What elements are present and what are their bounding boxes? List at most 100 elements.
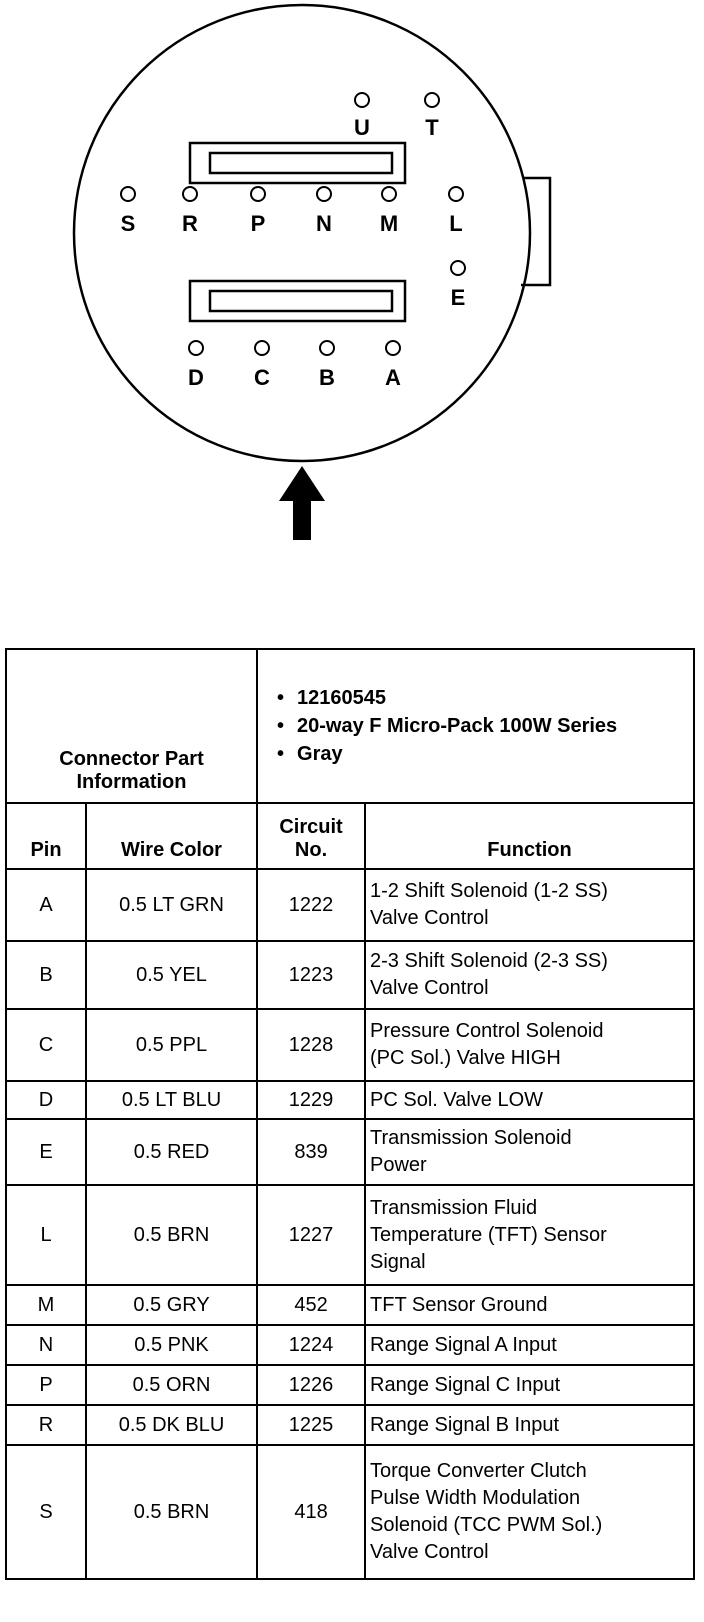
circuit-cell: 1227 — [256, 1184, 367, 1286]
terminal-slot-upper-inner — [208, 151, 394, 175]
pin-r-terminal — [182, 186, 198, 202]
pin-c-label: C — [254, 365, 270, 390]
function-line: (PC Sol.) Valve HIGH — [370, 1047, 561, 1069]
pin-n-terminal — [316, 186, 332, 202]
pin-d-label: D — [188, 365, 204, 390]
pin-e-terminal — [450, 260, 466, 276]
col-header-wire-color: Wire Color — [84, 802, 259, 870]
pin-cell: S — [5, 1444, 87, 1580]
pin-m-label: M — [380, 211, 398, 236]
function-line: PC Sol. Valve LOW — [370, 1088, 544, 1111]
col-header-pin: Pin — [5, 802, 87, 870]
circuit-cell: 1228 — [256, 1008, 367, 1082]
wire-color-cell: 0.5 YEL — [84, 940, 259, 1010]
function-cell: Pressure Control Solenoid (PC Sol.) Valve… — [364, 1008, 696, 1082]
function-line: Range Signal B Input — [370, 1413, 560, 1436]
function-line: Torque Converter Clutch — [370, 1460, 587, 1482]
function-cell: Range Signal C Input — [364, 1364, 696, 1406]
function-line: Transmission Solenoid — [370, 1127, 572, 1149]
circuit-cell: 1226 — [256, 1364, 367, 1406]
pin-u-terminal — [354, 92, 370, 108]
function-line: Transmission Fluid — [370, 1196, 538, 1219]
pin-a-terminal — [385, 340, 401, 356]
pin-cell: D — [5, 1080, 87, 1120]
function-line: Valve Control — [370, 907, 489, 929]
pin-d-terminal — [188, 340, 204, 356]
connector-color: Gray — [271, 740, 688, 768]
pin-n-label: N — [316, 211, 332, 236]
pin-b-label: B — [319, 365, 335, 390]
wire-color-cell: 0.5 DK BLU — [84, 1404, 259, 1446]
pin-cell: N — [5, 1324, 87, 1366]
function-line: Temperature (TFT) Sensor — [370, 1223, 607, 1246]
pin-cell: P — [5, 1364, 87, 1406]
circuit-cell: 1224 — [256, 1324, 367, 1366]
connector-outline — [72, 3, 532, 463]
terminal-slot-lower — [188, 279, 407, 323]
circuit-cell: 452 — [256, 1284, 367, 1326]
function-cell: Range Signal A Input — [364, 1324, 696, 1366]
connector-info-row: Connector Part Information 12160545 20-w… — [4, 648, 696, 804]
function-cell: TFT Sensor Ground — [364, 1284, 696, 1326]
pin-c-terminal — [254, 340, 270, 356]
terminal-slot-upper — [188, 141, 407, 185]
circuit-cell: 1222 — [256, 868, 367, 942]
circuit-cell: 1223 — [256, 940, 367, 1010]
terminal-slot-lower-inner — [208, 289, 394, 313]
col-header-circuit-no: Circuit No. — [256, 802, 367, 870]
wire-color-cell: 0.5 LT BLU — [84, 1080, 259, 1120]
pin-s-label: S — [121, 211, 136, 236]
pin-cell: C — [5, 1008, 87, 1082]
connector-info-list: 12160545 20-way F Micro-Pack 100W Series… — [263, 678, 688, 774]
connector-type: 20-way F Micro-Pack 100W Series — [271, 712, 688, 740]
pin-p-terminal — [250, 186, 266, 202]
wire-color-cell: 0.5 RED — [84, 1118, 259, 1186]
wire-color-cell: 0.5 GRY — [84, 1284, 259, 1326]
pin-s-terminal — [120, 186, 136, 202]
function-line: Pressure Control Solenoid — [370, 1020, 604, 1042]
circuit-cell: 1225 — [256, 1404, 367, 1446]
function-cell: 1-2 Shift Solenoid (1-2 SS) Valve Control — [364, 868, 696, 942]
pin-t-label: T — [425, 115, 439, 140]
pin-cell: L — [5, 1184, 87, 1286]
wire-color-cell: 0.5 ORN — [84, 1364, 259, 1406]
pin-b-terminal — [319, 340, 335, 356]
pin-cell: A — [5, 868, 87, 942]
pin-cell: E — [5, 1118, 87, 1186]
function-line: 2-3 Shift Solenoid (2-3 SS) — [370, 950, 608, 972]
pin-cell: M — [5, 1284, 87, 1326]
function-line: 1-2 Shift Solenoid (1-2 SS) — [370, 880, 608, 902]
pin-r-label: R — [182, 211, 198, 236]
circuit-cell: 418 — [256, 1444, 367, 1580]
pin-cell: R — [5, 1404, 87, 1446]
wire-color-cell: 0.5 LT GRN — [84, 868, 259, 942]
connector-info-cell: 12160545 20-way F Micro-Pack 100W Series… — [256, 648, 696, 804]
pin-l-terminal — [448, 186, 464, 202]
wire-color-cell: 0.5 BRN — [84, 1184, 259, 1286]
circuit-cell: 1229 — [256, 1080, 367, 1120]
wire-color-cell: 0.5 PPL — [84, 1008, 259, 1082]
wire-color-cell: 0.5 PNK — [84, 1324, 259, 1366]
function-line: Solenoid (TCC PWM Sol.) — [370, 1514, 603, 1536]
orientation-arrow — [279, 466, 325, 540]
function-cell: 2-3 Shift Solenoid (2-3 SS)Valve Control — [364, 940, 696, 1010]
pin-u-label: U — [354, 115, 370, 140]
connector-table: Connector Part Information 12160545 20-w… — [4, 648, 696, 1580]
function-line: TFT Sensor Ground — [370, 1293, 548, 1316]
pin-e-label: E — [451, 285, 466, 310]
function-line: Signal — [370, 1250, 426, 1273]
